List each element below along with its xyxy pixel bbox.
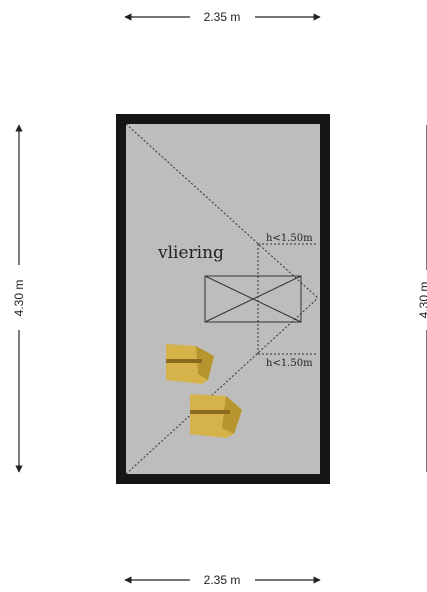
roof-slope-lines <box>125 123 319 475</box>
box-icon <box>166 344 214 384</box>
right-dimension-label: 4.30 m <box>417 282 427 319</box>
room-label: vliering <box>157 243 224 263</box>
height-note-upper: h<1.50m <box>266 233 313 244</box>
top-dimension: 2.35 m <box>124 10 321 24</box>
top-dimension-label: 2.35 m <box>204 10 241 24</box>
roof-hatch <box>204 275 302 323</box>
box-icon <box>190 394 242 438</box>
right-dimension: 4.30 m <box>417 125 427 472</box>
left-dimension: 4.30 m <box>12 124 26 473</box>
left-dimension-label: 4.30 m <box>12 280 26 317</box>
height-note-lower: h<1.50m <box>266 358 313 369</box>
height-limit-zone <box>257 243 318 355</box>
bottom-dimension: 2.35 m <box>124 573 321 587</box>
bottom-dimension-label: 2.35 m <box>204 573 241 587</box>
